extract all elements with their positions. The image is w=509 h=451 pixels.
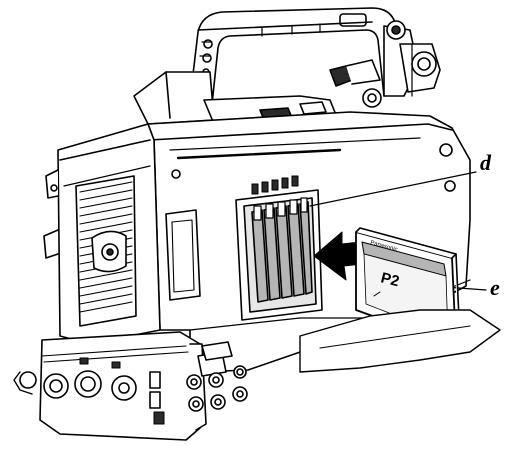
leader-line-d <box>309 171 477 207</box>
rear-panel <box>13 331 248 441</box>
card-logo: P2 <box>379 269 401 290</box>
callout-d-label: d <box>480 150 491 175</box>
callout-e-label: e <box>490 275 500 300</box>
carry-handle <box>189 7 441 108</box>
card-slots <box>251 175 313 303</box>
shoulder-pad <box>299 309 501 373</box>
